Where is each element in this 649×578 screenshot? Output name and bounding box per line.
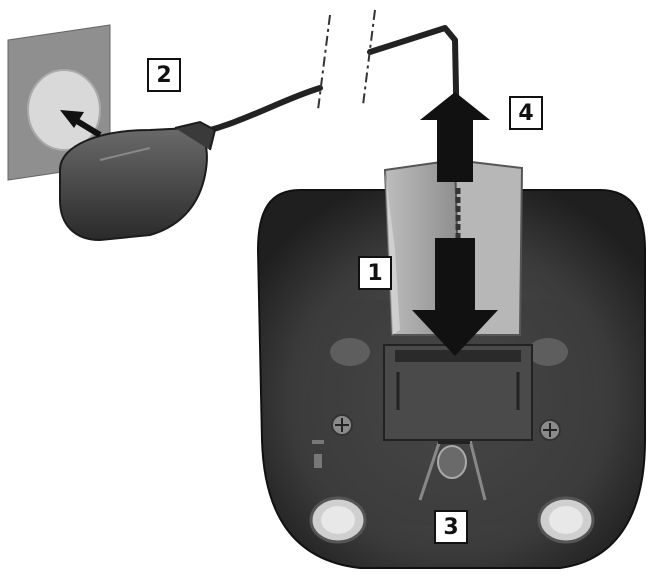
arrow-up-icon [420,92,490,182]
step-label-1: 1 [358,256,392,290]
screw-icon [331,414,353,436]
cable-break-mark [317,14,331,111]
step-label-2: 2 [147,58,181,92]
arrow-down-icon [412,238,498,356]
screw-icon [539,419,561,441]
step-label-4: 4 [509,96,543,130]
cable-break-mark [362,9,376,106]
plug-adapter-icon [59,120,217,242]
arrow-into-outlet-icon [60,110,102,138]
step-label-3: 3 [434,510,468,544]
